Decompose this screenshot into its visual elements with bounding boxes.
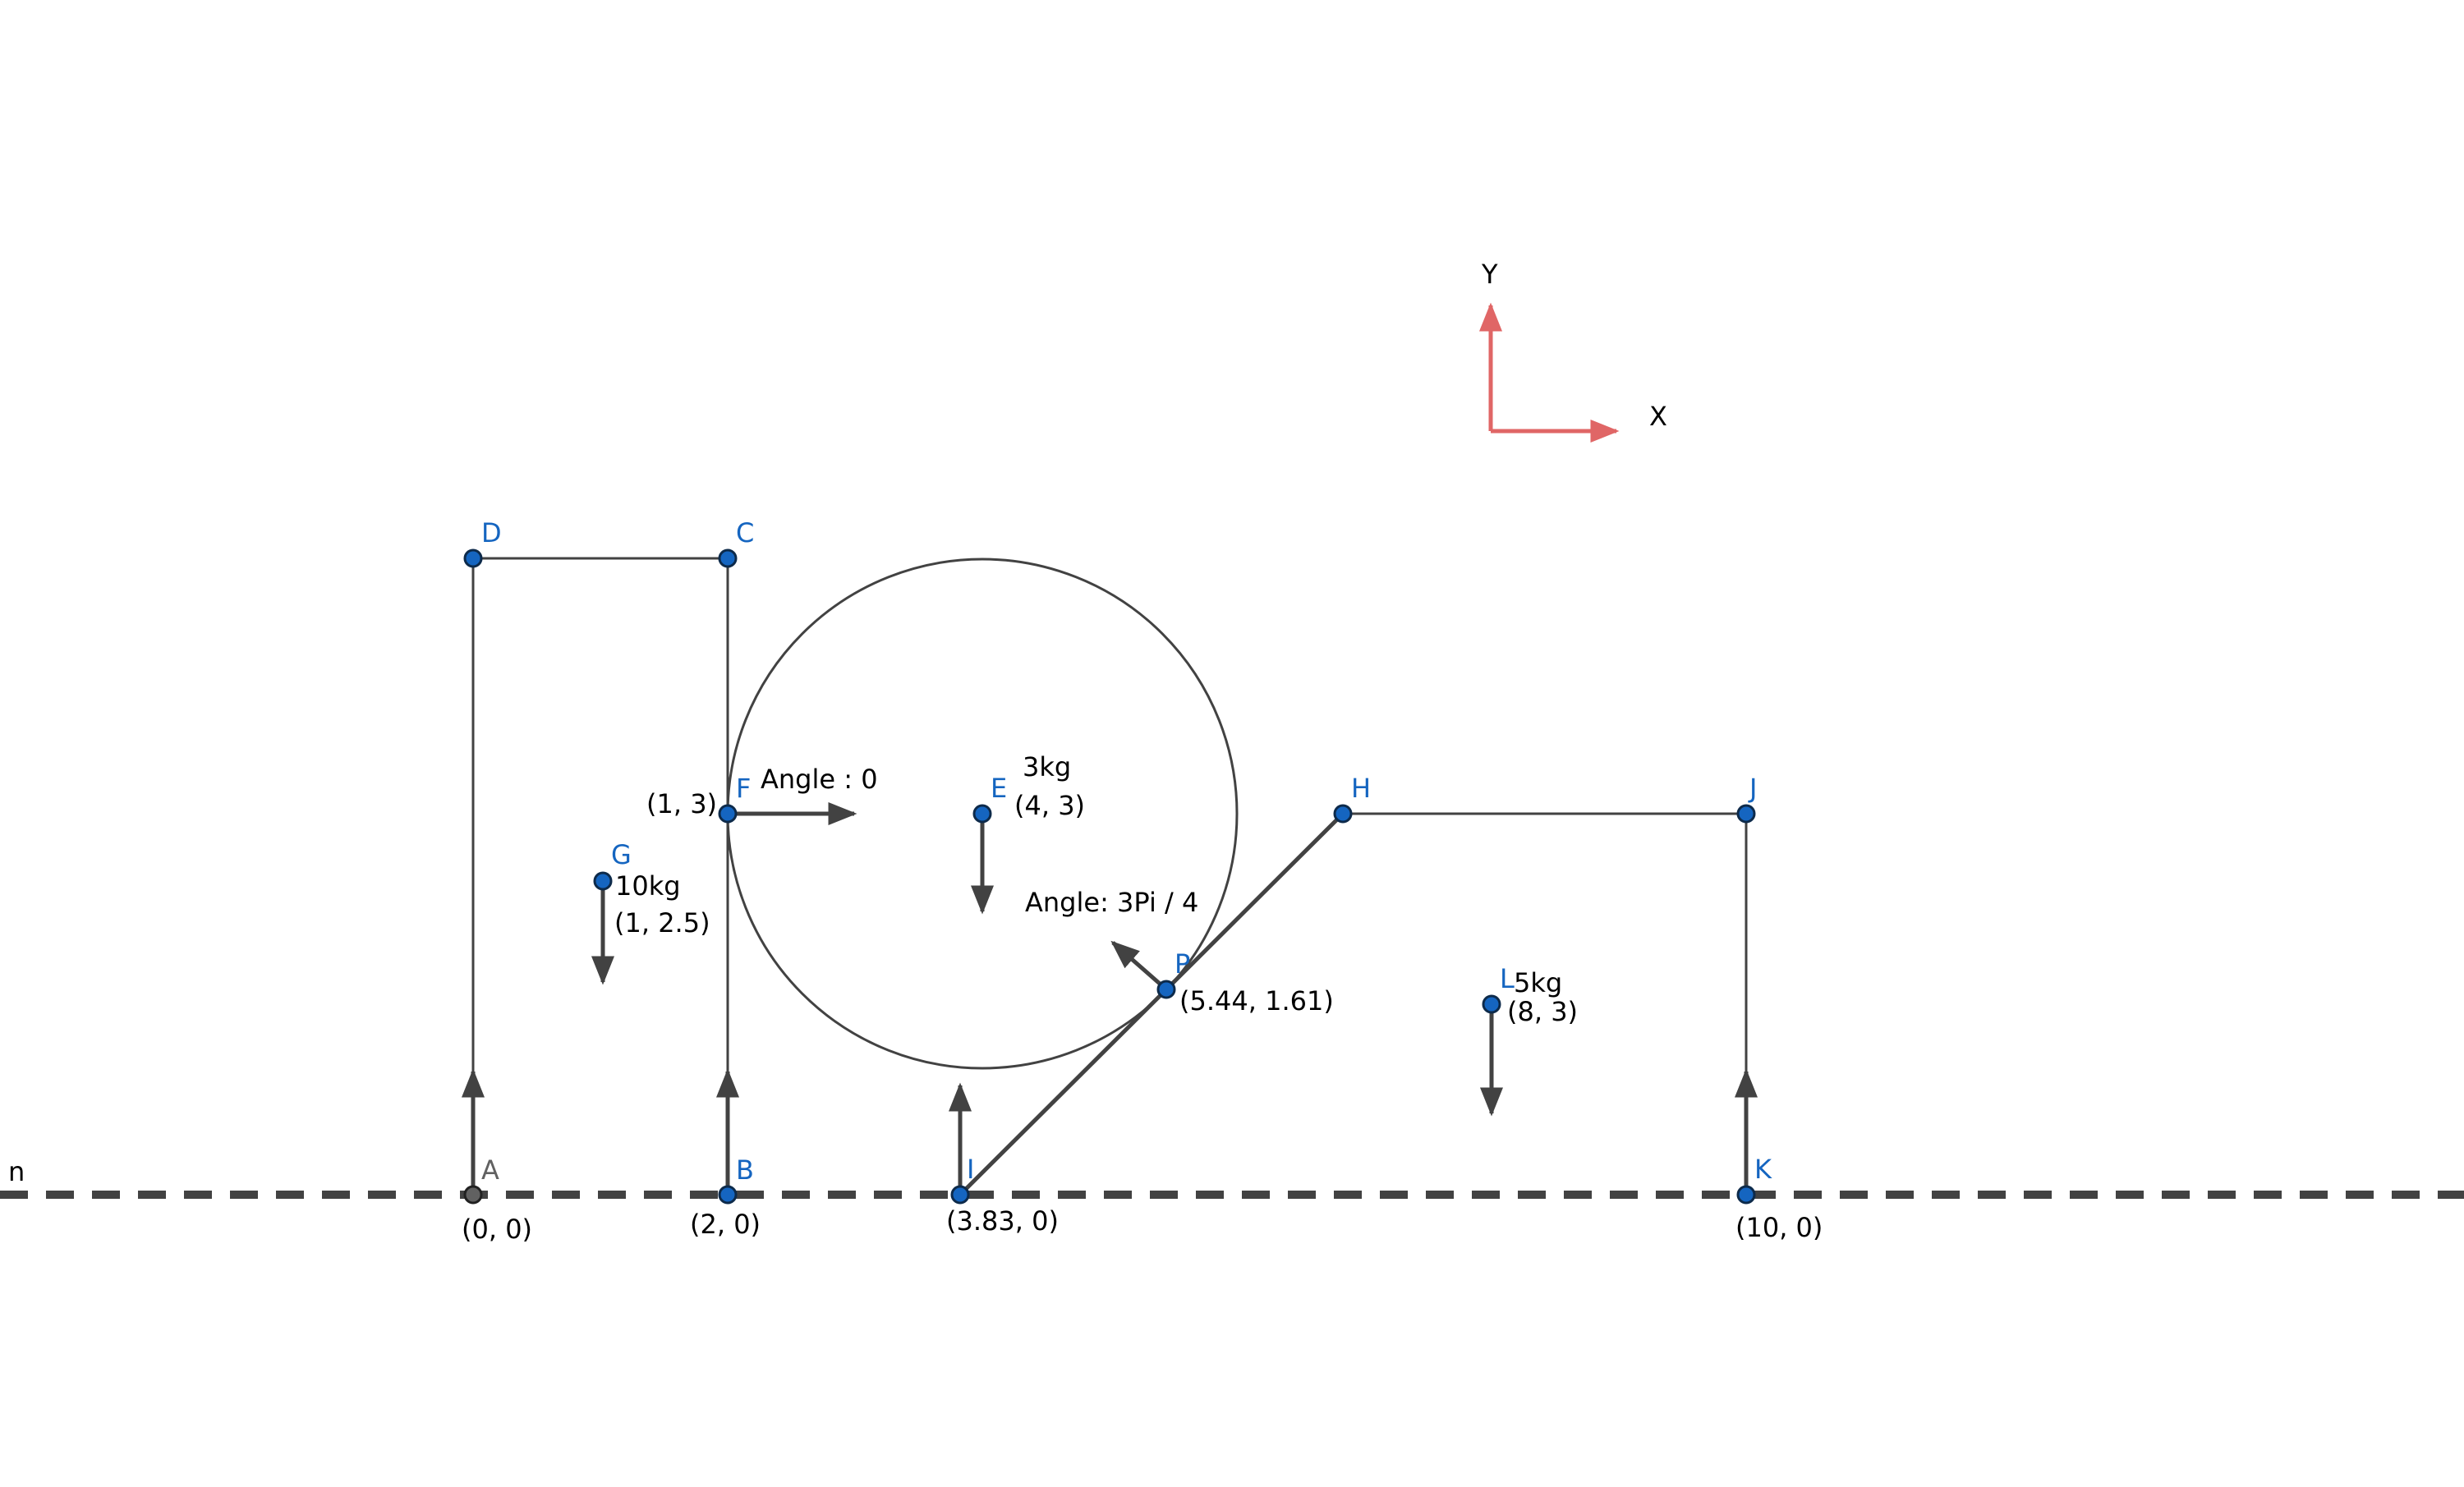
point-a[interactable]: [463, 1185, 483, 1205]
mass-l: 5kg: [1514, 967, 1562, 998]
label-c: C: [736, 517, 754, 548]
label-p: P: [1175, 948, 1190, 980]
normal-force-p: [1110, 940, 1168, 991]
point-h[interactable]: [1333, 804, 1353, 824]
label-a: A: [481, 1154, 499, 1186]
point-f[interactable]: [718, 804, 738, 824]
coord-k: (10, 0): [1735, 1212, 1823, 1243]
point-labels: A B C D E F G H I J K L P: [481, 517, 1772, 1186]
label-b: B: [736, 1154, 754, 1186]
y-axis-label: Y: [1481, 259, 1498, 290]
label-l: L: [1500, 963, 1515, 994]
points: [463, 548, 1756, 1205]
ground-line-label: n: [8, 1156, 25, 1187]
force-vectors: [462, 802, 1758, 1195]
x-axis-label: X: [1649, 401, 1667, 432]
point-e[interactable]: [972, 804, 992, 824]
coord-e: (4, 3): [1014, 790, 1085, 821]
label-h: H: [1351, 773, 1371, 804]
label-k: K: [1754, 1154, 1772, 1185]
annotations: (0, 0) (2, 0) (3.83, 0) (10, 0) (1, 3) A…: [462, 751, 1823, 1245]
coord-p: (5.44, 1.61): [1179, 985, 1334, 1017]
mass-g: 10kg: [615, 870, 681, 902]
coord-f: (1, 3): [646, 788, 717, 819]
label-e: E: [991, 773, 1007, 804]
incline-segment-ih: [958, 812, 1345, 1196]
coord-l: (8, 3): [1507, 996, 1578, 1027]
label-i: I: [967, 1154, 974, 1185]
point-g[interactable]: [593, 871, 613, 891]
mass-e: 3kg: [1023, 751, 1071, 783]
coord-g: (1, 2.5): [614, 907, 710, 939]
point-c[interactable]: [718, 548, 738, 568]
coord-a: (0, 0): [462, 1214, 532, 1245]
axis-indicator: Y X: [1479, 259, 1667, 443]
label-f: F: [736, 773, 751, 804]
point-b[interactable]: [718, 1185, 738, 1205]
point-k[interactable]: [1736, 1185, 1756, 1205]
label-j: J: [1748, 773, 1757, 804]
point-d[interactable]: [463, 548, 483, 568]
point-p[interactable]: [1156, 980, 1176, 999]
coord-i: (3.83, 0): [946, 1205, 1059, 1237]
label-g: G: [611, 839, 632, 870]
point-l[interactable]: [1482, 994, 1501, 1014]
label-d: D: [481, 517, 502, 548]
point-j[interactable]: [1736, 804, 1756, 824]
coord-b: (2, 0): [690, 1209, 761, 1240]
angle-f: Angle : 0: [761, 764, 878, 795]
point-i[interactable]: [950, 1185, 970, 1205]
angle-p: Angle: 3Pi / 4: [1025, 887, 1198, 918]
